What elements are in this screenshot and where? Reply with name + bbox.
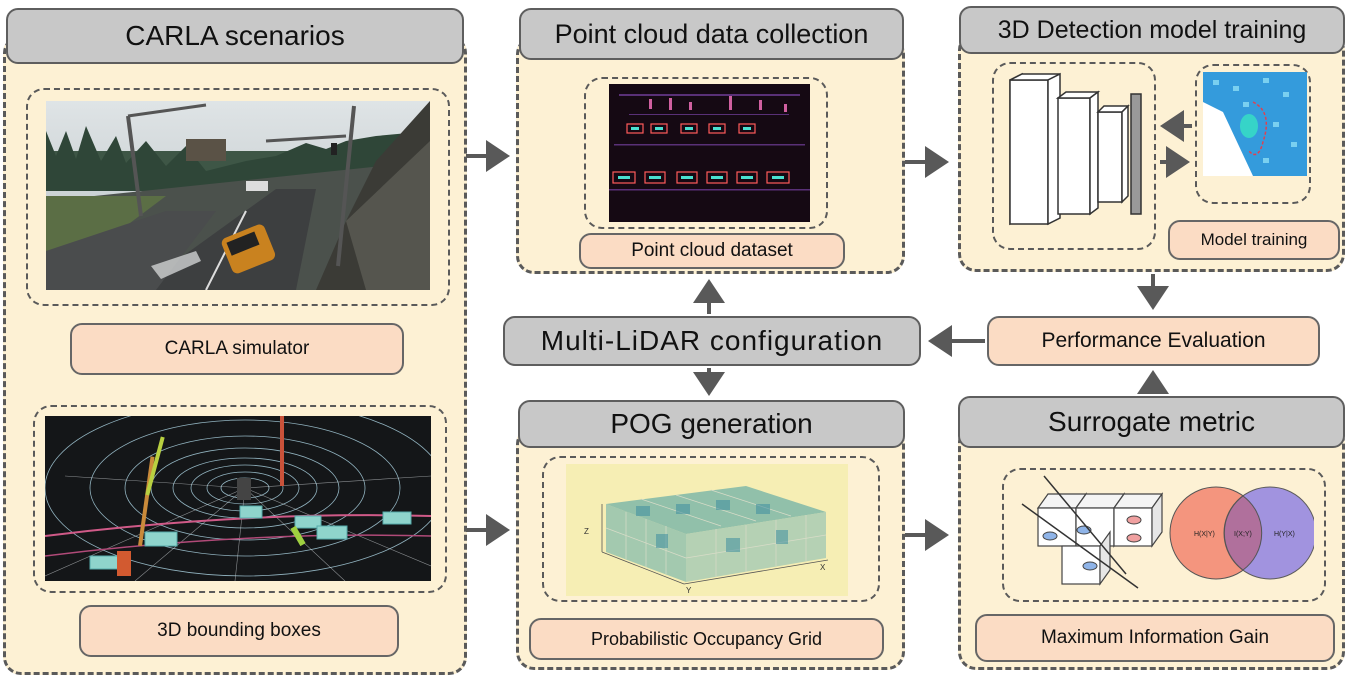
pog-title: POG generation (518, 400, 905, 448)
venn-mid-label: I(X;Y) (1234, 531, 1252, 538)
detection-title: 3D Detection model training (959, 6, 1345, 54)
multilidar-title: Multi-LiDAR configuration (503, 316, 921, 366)
pog-axis-z: Z (584, 527, 589, 536)
metric-graphic: H(X|Y) I(X;Y) H(Y|X) (1018, 474, 1314, 590)
pointcloud-title: Point cloud data collection (519, 8, 904, 60)
pog-title-text: POG generation (610, 408, 813, 439)
information-gain-label: Maximum Information Gain (975, 614, 1335, 662)
bbox-label: 3D bounding boxes (79, 605, 399, 657)
carla-simulator-text: CARLA simulator (164, 338, 310, 359)
performance-evaluation-label: Performance Evaluation (987, 316, 1320, 366)
surrogate-title-text: Surrogate metric (1048, 406, 1255, 437)
bbox-text: 3D bounding boxes (157, 620, 321, 641)
detection-title-text: 3D Detection model training (997, 15, 1307, 44)
network-frame (992, 62, 1156, 250)
training-frame (1195, 64, 1311, 204)
metric-frame (1002, 468, 1326, 602)
pog-frame (542, 456, 880, 602)
venn-right-label: H(Y|X) (1274, 531, 1295, 538)
carla-title: CARLA scenarios (6, 8, 464, 64)
pog-axis-x: X (820, 563, 826, 572)
training-image (1203, 72, 1307, 176)
network-diagram (1000, 70, 1150, 230)
bbox-frame (33, 405, 447, 593)
pointcloud-image (609, 84, 810, 222)
carla-sim-frame (26, 88, 450, 306)
bbox-image (45, 416, 431, 581)
performance-evaluation-text: Performance Evaluation (1041, 329, 1266, 352)
pointcloud-frame (584, 77, 828, 229)
carla-simulator-image (46, 101, 430, 290)
occupancy-grid-label: Probabilistic Occupancy Grid (529, 618, 884, 660)
model-training-label: Model training (1168, 220, 1340, 260)
pog-image: Z Y X (566, 464, 848, 596)
model-training-text: Model training (1200, 230, 1308, 249)
pointcloud-title-text: Point cloud data collection (554, 18, 869, 49)
venn-left-label: H(X|Y) (1194, 531, 1215, 538)
pointcloud-dataset-label: Point cloud dataset (579, 233, 845, 269)
pog-axis-y: Y (686, 586, 692, 595)
information-gain-text: Maximum Information Gain (1040, 627, 1270, 648)
multilidar-title-text: Multi-LiDAR configuration (540, 325, 884, 356)
pointcloud-dataset-text: Point cloud dataset (631, 240, 793, 261)
carla-simulator-label: CARLA simulator (70, 323, 404, 375)
carla-title-text: CARLA scenarios (125, 20, 345, 51)
surrogate-title: Surrogate metric (958, 396, 1345, 448)
occupancy-grid-text: Probabilistic Occupancy Grid (590, 628, 823, 649)
